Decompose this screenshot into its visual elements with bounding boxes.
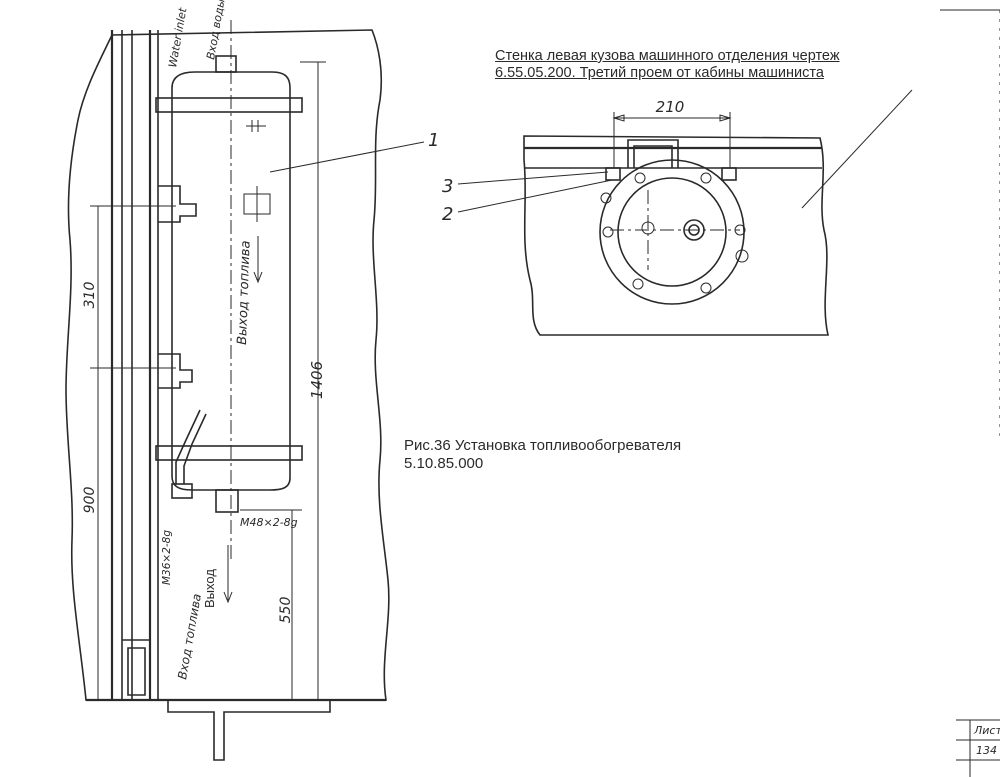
figure-caption: Рис.36 Установка топливообогревателя 5.1… [404,437,681,473]
heater-cylinder [155,20,303,560]
dimension-1406: 1406 [308,361,326,399]
wall-reference-note: Стенка левая кузова машинного отделения … [495,48,840,82]
sheet-stamp: Лист 134 [956,719,1000,777]
dimension-900: 900 [82,487,98,514]
callout-1: 1 [428,130,439,151]
figure-caption-title: Рис.36 Установка топливообогревателя [404,437,682,454]
label-water-inlet-ru: Вход воды [204,0,228,61]
figure-caption-code: 5.10.85.000 [404,455,484,472]
label-thread-inlet: М36×2-8g [161,530,173,585]
callout-3: 3 [442,176,453,197]
plan-view [523,112,830,336]
label-outlet: Выход [202,569,217,608]
label-thread-outlet: М48×2-8g [240,516,298,529]
wall-reference-note-line2: 6.55.05.200. Третий проем от кабины маши… [495,65,824,81]
wall-section-left-view [65,29,390,761]
dimension-210: 210 [656,98,685,116]
plan-view-wall-outline [523,135,830,336]
stamp-sheet-label: Лист [973,724,1000,737]
dimension-310: 310 [82,282,98,309]
wall-body-outline [65,29,390,701]
label-fuel-outlet-vertical: Выход топлива [235,240,254,345]
left-view-dimensions [90,61,326,700]
label-water-inlet: Water inlet [166,6,189,68]
label-fuel-inlet: Вход топлива [175,593,204,681]
stamp-sheet-number: 134 [976,744,997,757]
dimension-550: 550 [278,597,294,624]
wall-reference-note-line1: Стенка левая кузова машинного отделения … [495,48,840,64]
callout-2: 2 [442,204,453,225]
